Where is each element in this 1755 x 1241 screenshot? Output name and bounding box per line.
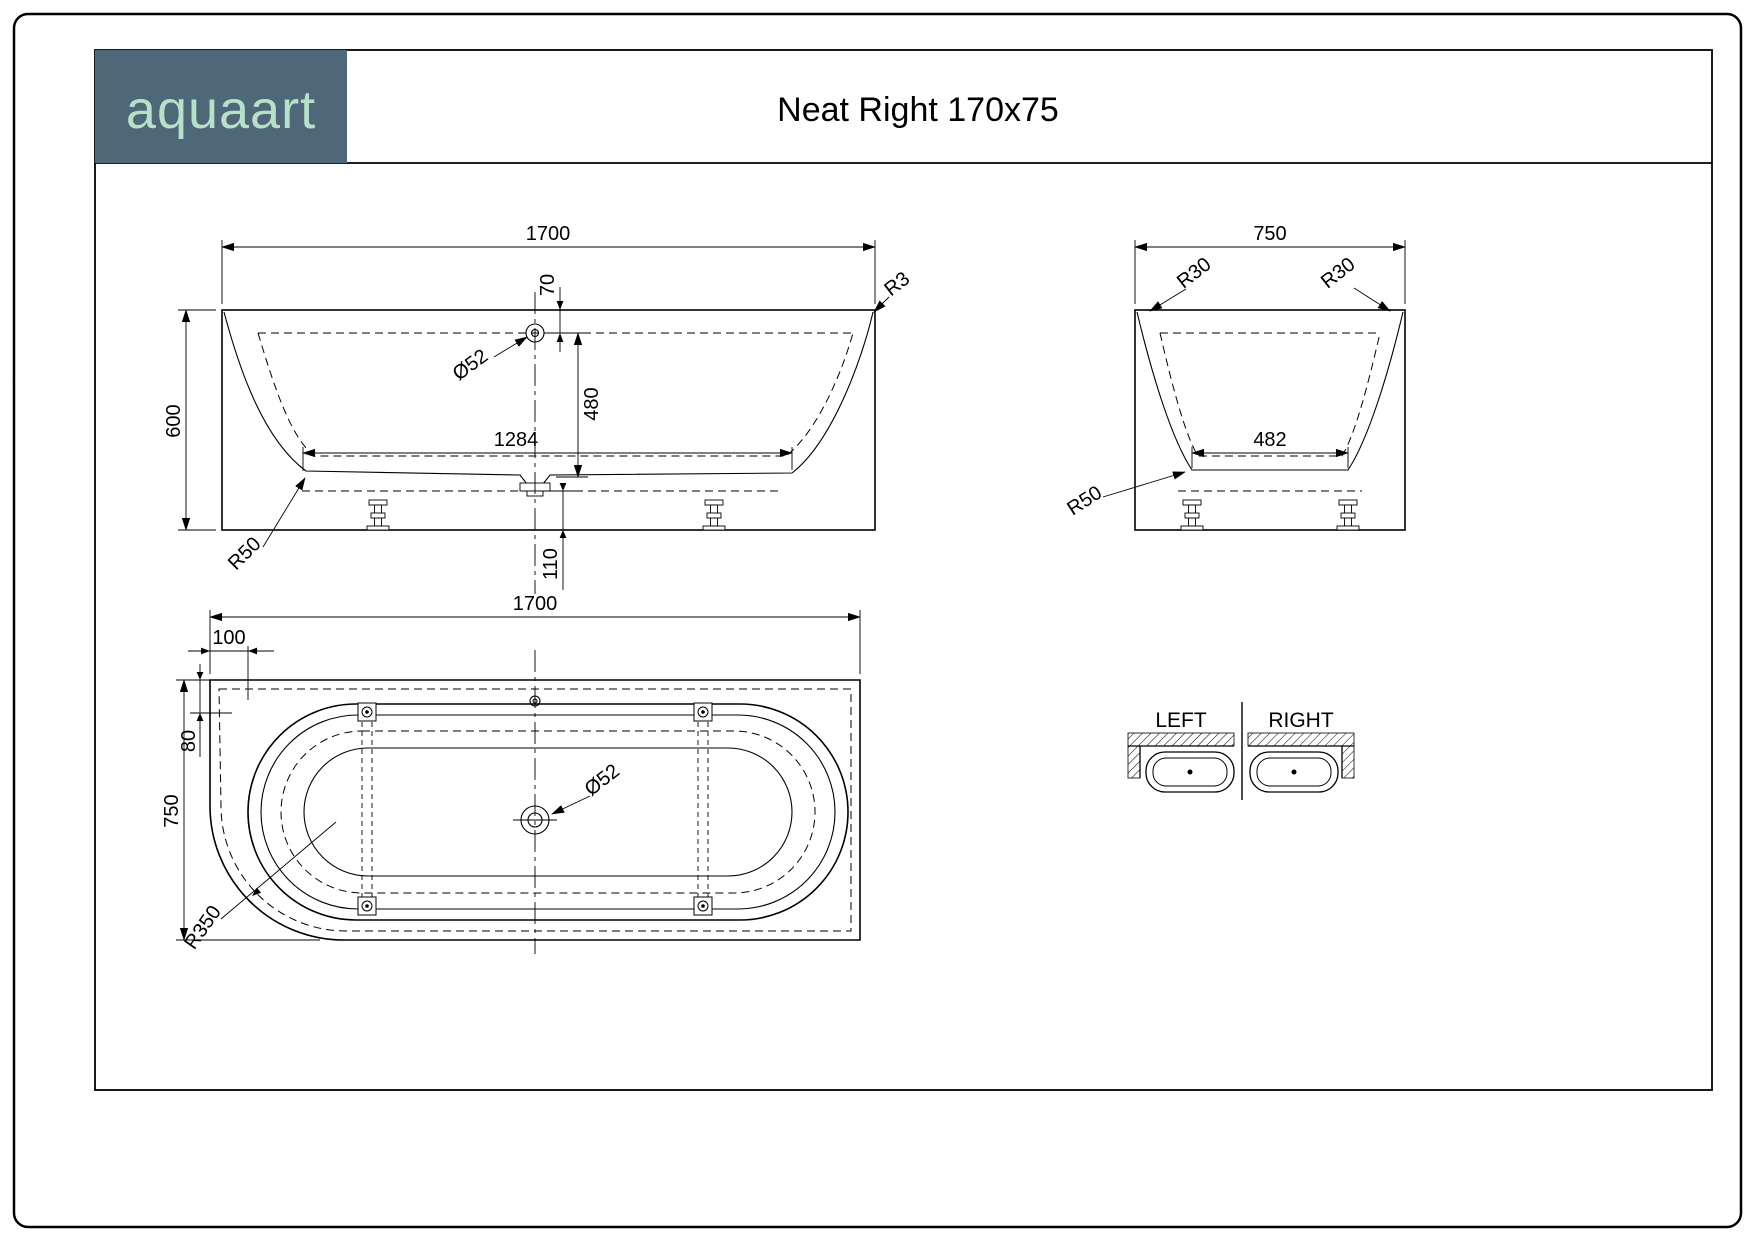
- dim-end-width: 750: [1253, 223, 1286, 245]
- plan-overflow-mark: [529, 695, 541, 707]
- callout-front-rim-radius: R3: [880, 268, 914, 301]
- legend-left-side-wall: [1127, 745, 1141, 779]
- plan-rim-inner: [260, 714, 836, 910]
- plan-bracket-bottom-left: [357, 896, 377, 916]
- dim-plan-end-offset: 100: [212, 627, 245, 649]
- dim-front-base-height: 110: [540, 548, 562, 580]
- legend-right-top-wall: [1247, 732, 1355, 747]
- dim-front-overflow-offset: 70: [537, 274, 559, 296]
- front-outline: [221, 309, 876, 531]
- drawing-frame: [94, 49, 1713, 1091]
- dim-plan-length: 1700: [513, 593, 558, 615]
- legend-right-label: RIGHT: [1268, 709, 1334, 732]
- legend-right-config: [1247, 732, 1355, 793]
- plan-bracket-top-right: [693, 702, 713, 722]
- callout-end-rim-radius-left: R30: [1173, 253, 1215, 293]
- legend-left-top-wall: [1127, 732, 1235, 747]
- drawing-title: Neat Right 170x75: [777, 91, 1059, 129]
- dim-end-bottom-width: 482: [1253, 429, 1286, 451]
- dim-front-bottom-length: 1284: [494, 429, 539, 451]
- plan-basin-bottom: [303, 747, 793, 877]
- plan-view: 1700 100 80 750 Ø52: [161, 593, 861, 954]
- legend-right-side-wall: [1341, 745, 1355, 779]
- end-view: 750 R30 R30 482 R50: [1063, 223, 1406, 531]
- callout-plan-corner-radius: R350: [180, 902, 225, 954]
- front-interior: [223, 311, 874, 485]
- dim-plan-width: 750: [161, 794, 183, 827]
- callout-plan-drain-diameter: Ø52: [581, 760, 624, 801]
- callout-end-bottom-radius: R50: [1063, 482, 1106, 520]
- callout-front-bottom-radius: R50: [224, 533, 266, 575]
- legend-left-drain-dot: [1187, 769, 1193, 775]
- front-foot-left: [366, 499, 390, 531]
- dim-plan-side-offset: 80: [178, 730, 200, 752]
- plan-hidden-outline: [218, 688, 852, 932]
- front-foot-right: [702, 499, 726, 531]
- front-dimensions: 1700 600 70 Ø52 480 1284: [163, 223, 914, 590]
- legend-left-label: LEFT: [1155, 709, 1207, 732]
- end-foot-left: [1180, 499, 1204, 531]
- end-outline: [1134, 309, 1406, 531]
- end-foot-right: [1336, 499, 1360, 531]
- callout-front-overflow-diameter: Ø52: [449, 345, 493, 385]
- title-block: aquaart Neat Right 170x75: [95, 50, 1059, 163]
- legend-left-config: [1127, 732, 1235, 793]
- page-border: [12, 12, 1743, 1229]
- plan-bracket-top-left: [357, 702, 377, 722]
- plan-outline: [209, 679, 861, 941]
- brand-logo: aquaart: [126, 80, 316, 140]
- plan-bracket-bottom-right: [693, 896, 713, 916]
- brand-block: [95, 50, 347, 163]
- callout-end-rim-radius-right: R30: [1317, 253, 1359, 293]
- front-hidden-profile: [257, 332, 854, 457]
- plan-dimensions: 1700 100 80 750 Ø52: [161, 593, 861, 954]
- orientation-legend: LEFT RIGHT: [1127, 702, 1355, 800]
- dim-front-depth: 480: [581, 387, 603, 420]
- dim-front-height: 600: [163, 404, 185, 437]
- dim-front-length: 1700: [526, 223, 571, 245]
- plan-rim-outer: [247, 703, 849, 921]
- plan-hidden-wall: [280, 730, 816, 894]
- end-dimensions: 750 R30 R30 482 R50: [1063, 223, 1406, 520]
- front-view: 1700 600 70 Ø52 480 1284: [163, 223, 914, 594]
- end-interior: [1136, 311, 1404, 471]
- legend-right-drain-dot: [1291, 769, 1297, 775]
